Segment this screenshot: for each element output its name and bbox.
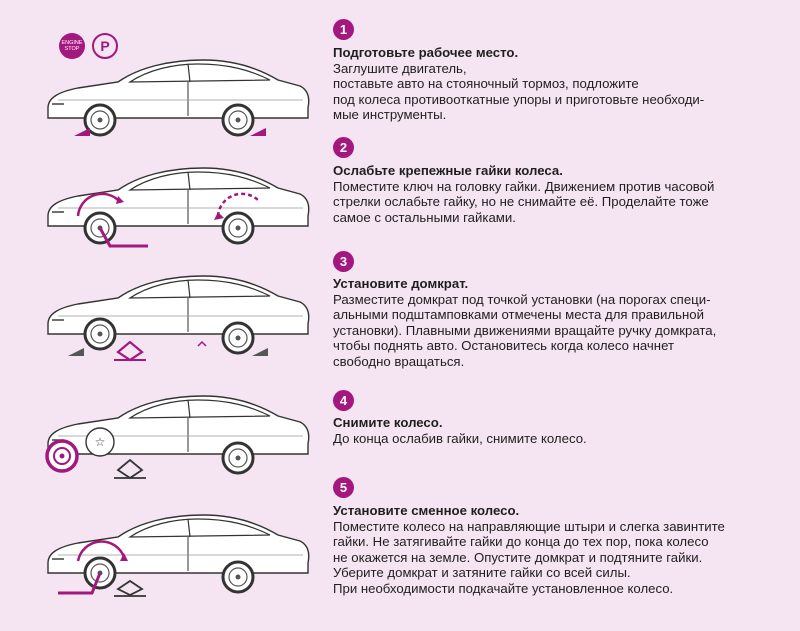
wheel-chock-icon <box>74 128 90 136</box>
wrench-icon <box>98 227 148 248</box>
car-illustration-2 <box>38 146 310 256</box>
wrench-icon <box>58 572 102 595</box>
engine-stop-label-2: STOP <box>64 46 80 52</box>
step-body: До конца ослабив гайки, снимите колесо. <box>333 430 587 446</box>
step-title: Установите домкрат. <box>333 276 469 291</box>
step-number: 3 <box>333 251 354 272</box>
jack-icon <box>114 458 146 480</box>
step-number: 1 <box>333 19 354 40</box>
svg-text:☆: ☆ <box>95 435 106 449</box>
engine-stop-label-1: ENGINE <box>61 40 83 46</box>
removed-wheel-icon <box>45 439 79 473</box>
wheel-chock-icon <box>250 128 266 136</box>
car-illustration-3 <box>38 258 310 368</box>
step-title: Подготовьте рабочее место. <box>333 45 519 60</box>
rotation-arrow-icon <box>76 540 126 562</box>
jack-point-icon <box>197 340 207 347</box>
car-illustration-5 <box>38 495 310 605</box>
step-title: Ослабьте крепежные гайки колеса. <box>333 163 563 178</box>
rotation-arrow-icon <box>76 192 119 217</box>
step-number: 5 <box>333 477 354 498</box>
jack-icon <box>114 579 146 597</box>
car-illustration-4: ☆ <box>38 378 310 488</box>
step-title: Снимите колесо. <box>333 415 443 430</box>
parking-label: P <box>100 38 110 54</box>
engine-stop-icon: ENGINE STOP <box>59 33 85 59</box>
step-body: Заглушите двигатель, поставьте авто на с… <box>333 60 705 123</box>
step-number: 4 <box>333 390 354 411</box>
step-title: Установите сменное колесо. <box>333 503 520 518</box>
step-body: Поместите ключ на головку гайки. Движени… <box>333 178 715 225</box>
step-body: Разместите домкрат под точкой установки … <box>333 291 717 369</box>
jack-icon <box>114 340 146 362</box>
step-body: Поместите колесо на направляющие штыри и… <box>333 518 725 596</box>
car-illustration-1 <box>38 38 310 148</box>
parking-brake-icon: P <box>92 33 118 59</box>
step-number: 2 <box>333 137 354 158</box>
